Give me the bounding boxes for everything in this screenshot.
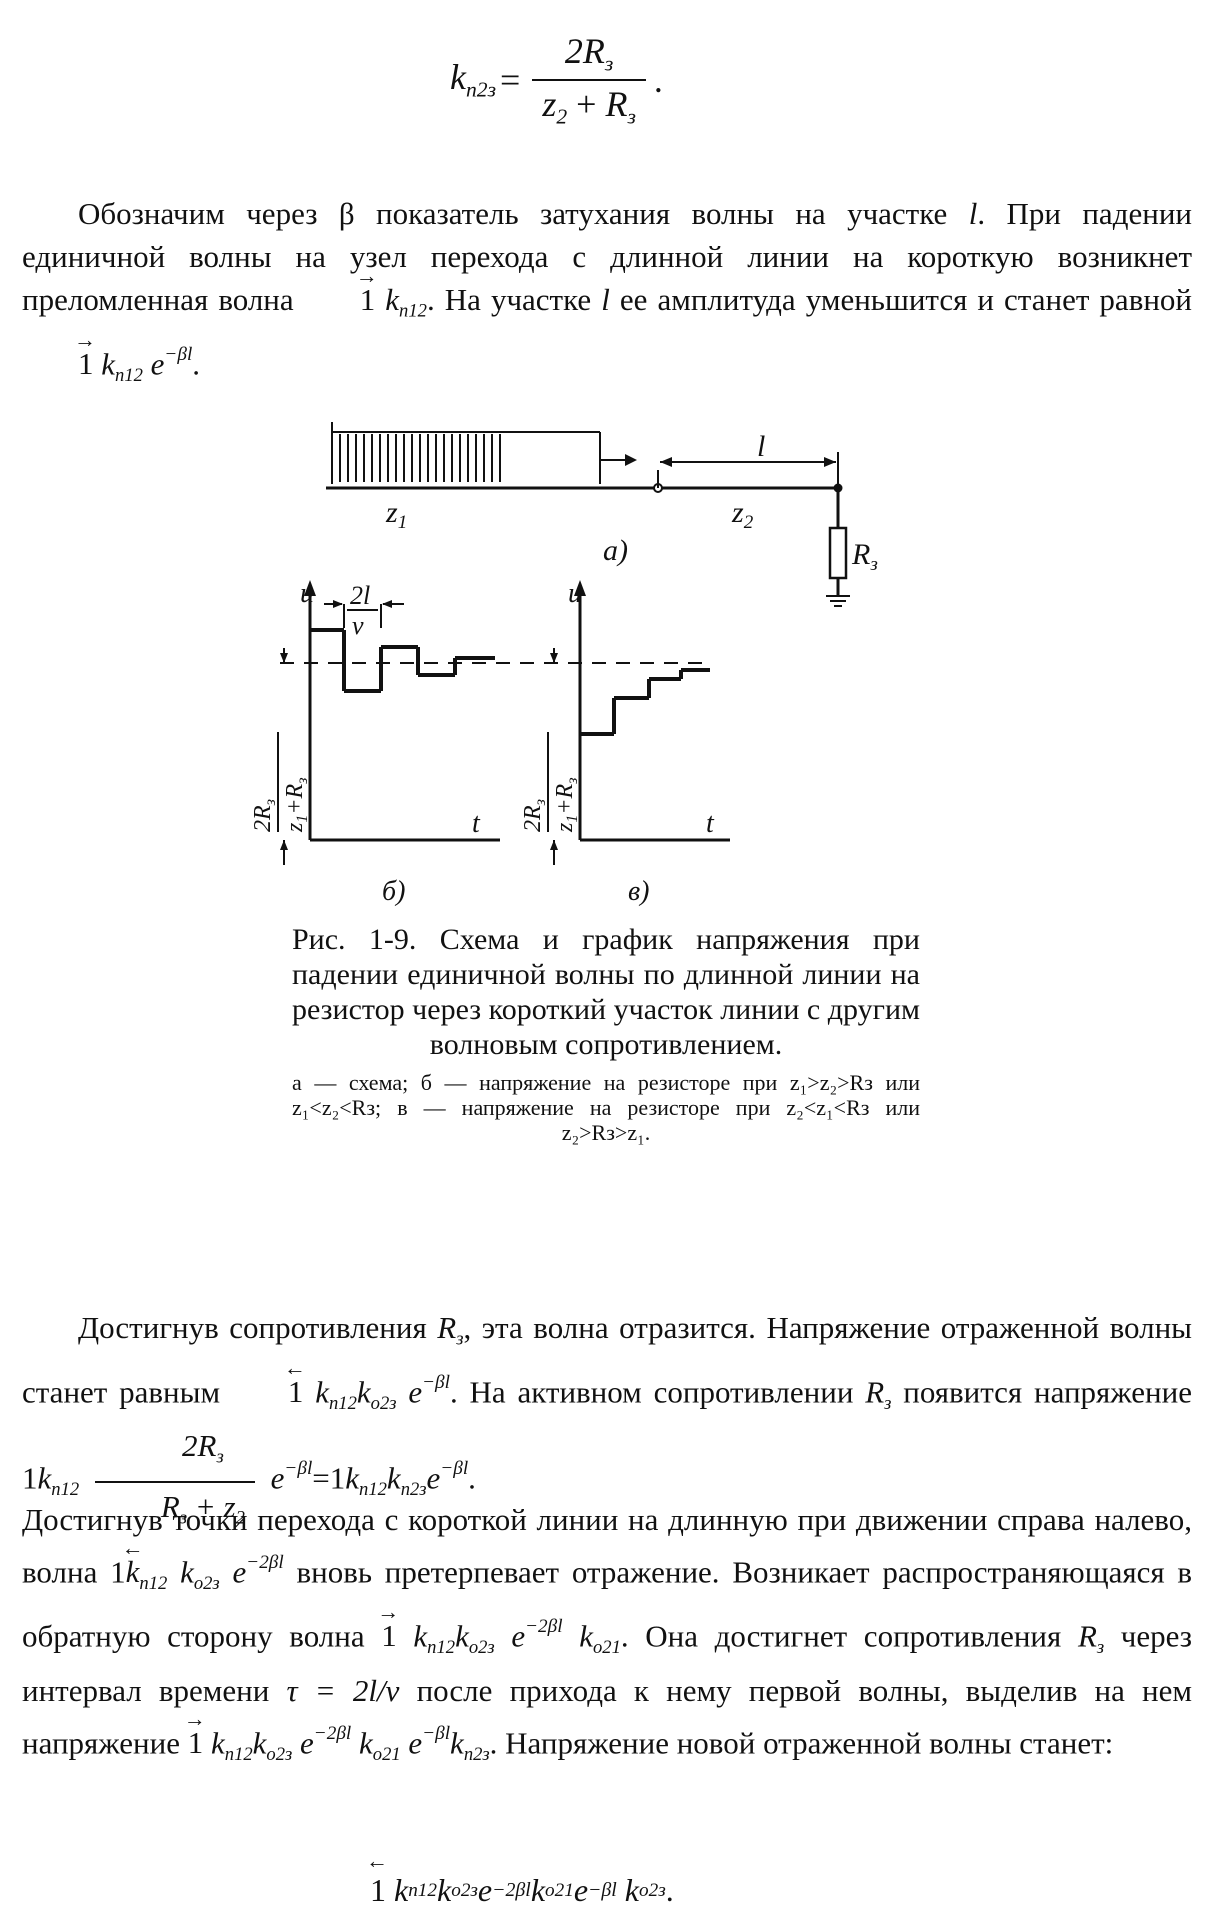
figure-caption: Рис. 1-9. Схема и график напряжения при …	[292, 922, 920, 1145]
svg-text:2Rз: 2Rз	[520, 799, 549, 832]
graph-v-level-label: 2Rз z1+Rз	[520, 732, 581, 833]
graph-b-interval-den: v	[352, 611, 364, 640]
paragraph-3: Достигнув точки перехода с короткой лини…	[22, 1498, 1192, 1776]
top-formula-fraction: 2Rз z2 + Rз	[532, 30, 646, 129]
svg-text:z1+Rз: z1+Rз	[282, 778, 311, 833]
paragraph-1: Обозначим через β показатель затухания в…	[18, 192, 1192, 396]
svg-text:2Rз: 2Rз	[250, 799, 279, 832]
label-a: a)	[603, 534, 628, 567]
graph-v-axis-u: u	[568, 578, 582, 609]
graph-b-interval-num: 2l	[350, 581, 370, 610]
label-z2: z2	[731, 496, 754, 533]
label-l: l	[757, 430, 765, 463]
top-formula: kп2з = 2Rз z2 + Rз .	[450, 30, 663, 129]
label-R: Rз	[851, 538, 878, 575]
paragraph-2: Достигнув сопротивления Rз, эта волна от…	[22, 1306, 1192, 1539]
graph-b-axis-u: u	[300, 578, 314, 609]
caption-main: Рис. 1-9. Схема и график напряжения при …	[292, 923, 920, 1061]
graph-v-axis-t: t	[706, 808, 715, 839]
wave-front-hatching	[339, 434, 501, 482]
para2-fraction: 2Rз Rз + z2	[94, 1424, 255, 1539]
graph-b-axis-t: t	[472, 808, 481, 839]
caption-legend: а — схема; б — напряжение на резисторе п…	[292, 1070, 920, 1145]
graph-b	[280, 580, 710, 865]
circuit-diagram-a	[326, 422, 850, 607]
svg-text:z1+Rз: z1+Rз	[552, 778, 581, 833]
label-z1: z1	[385, 496, 407, 533]
label-b: б)	[382, 876, 405, 907]
label-v: в)	[628, 876, 649, 907]
graph-v	[550, 580, 730, 865]
graph-b-level-label: 2Rз z1+Rз	[250, 732, 311, 833]
figure-1-9: l z1 z2 Rз a)	[250, 422, 878, 907]
